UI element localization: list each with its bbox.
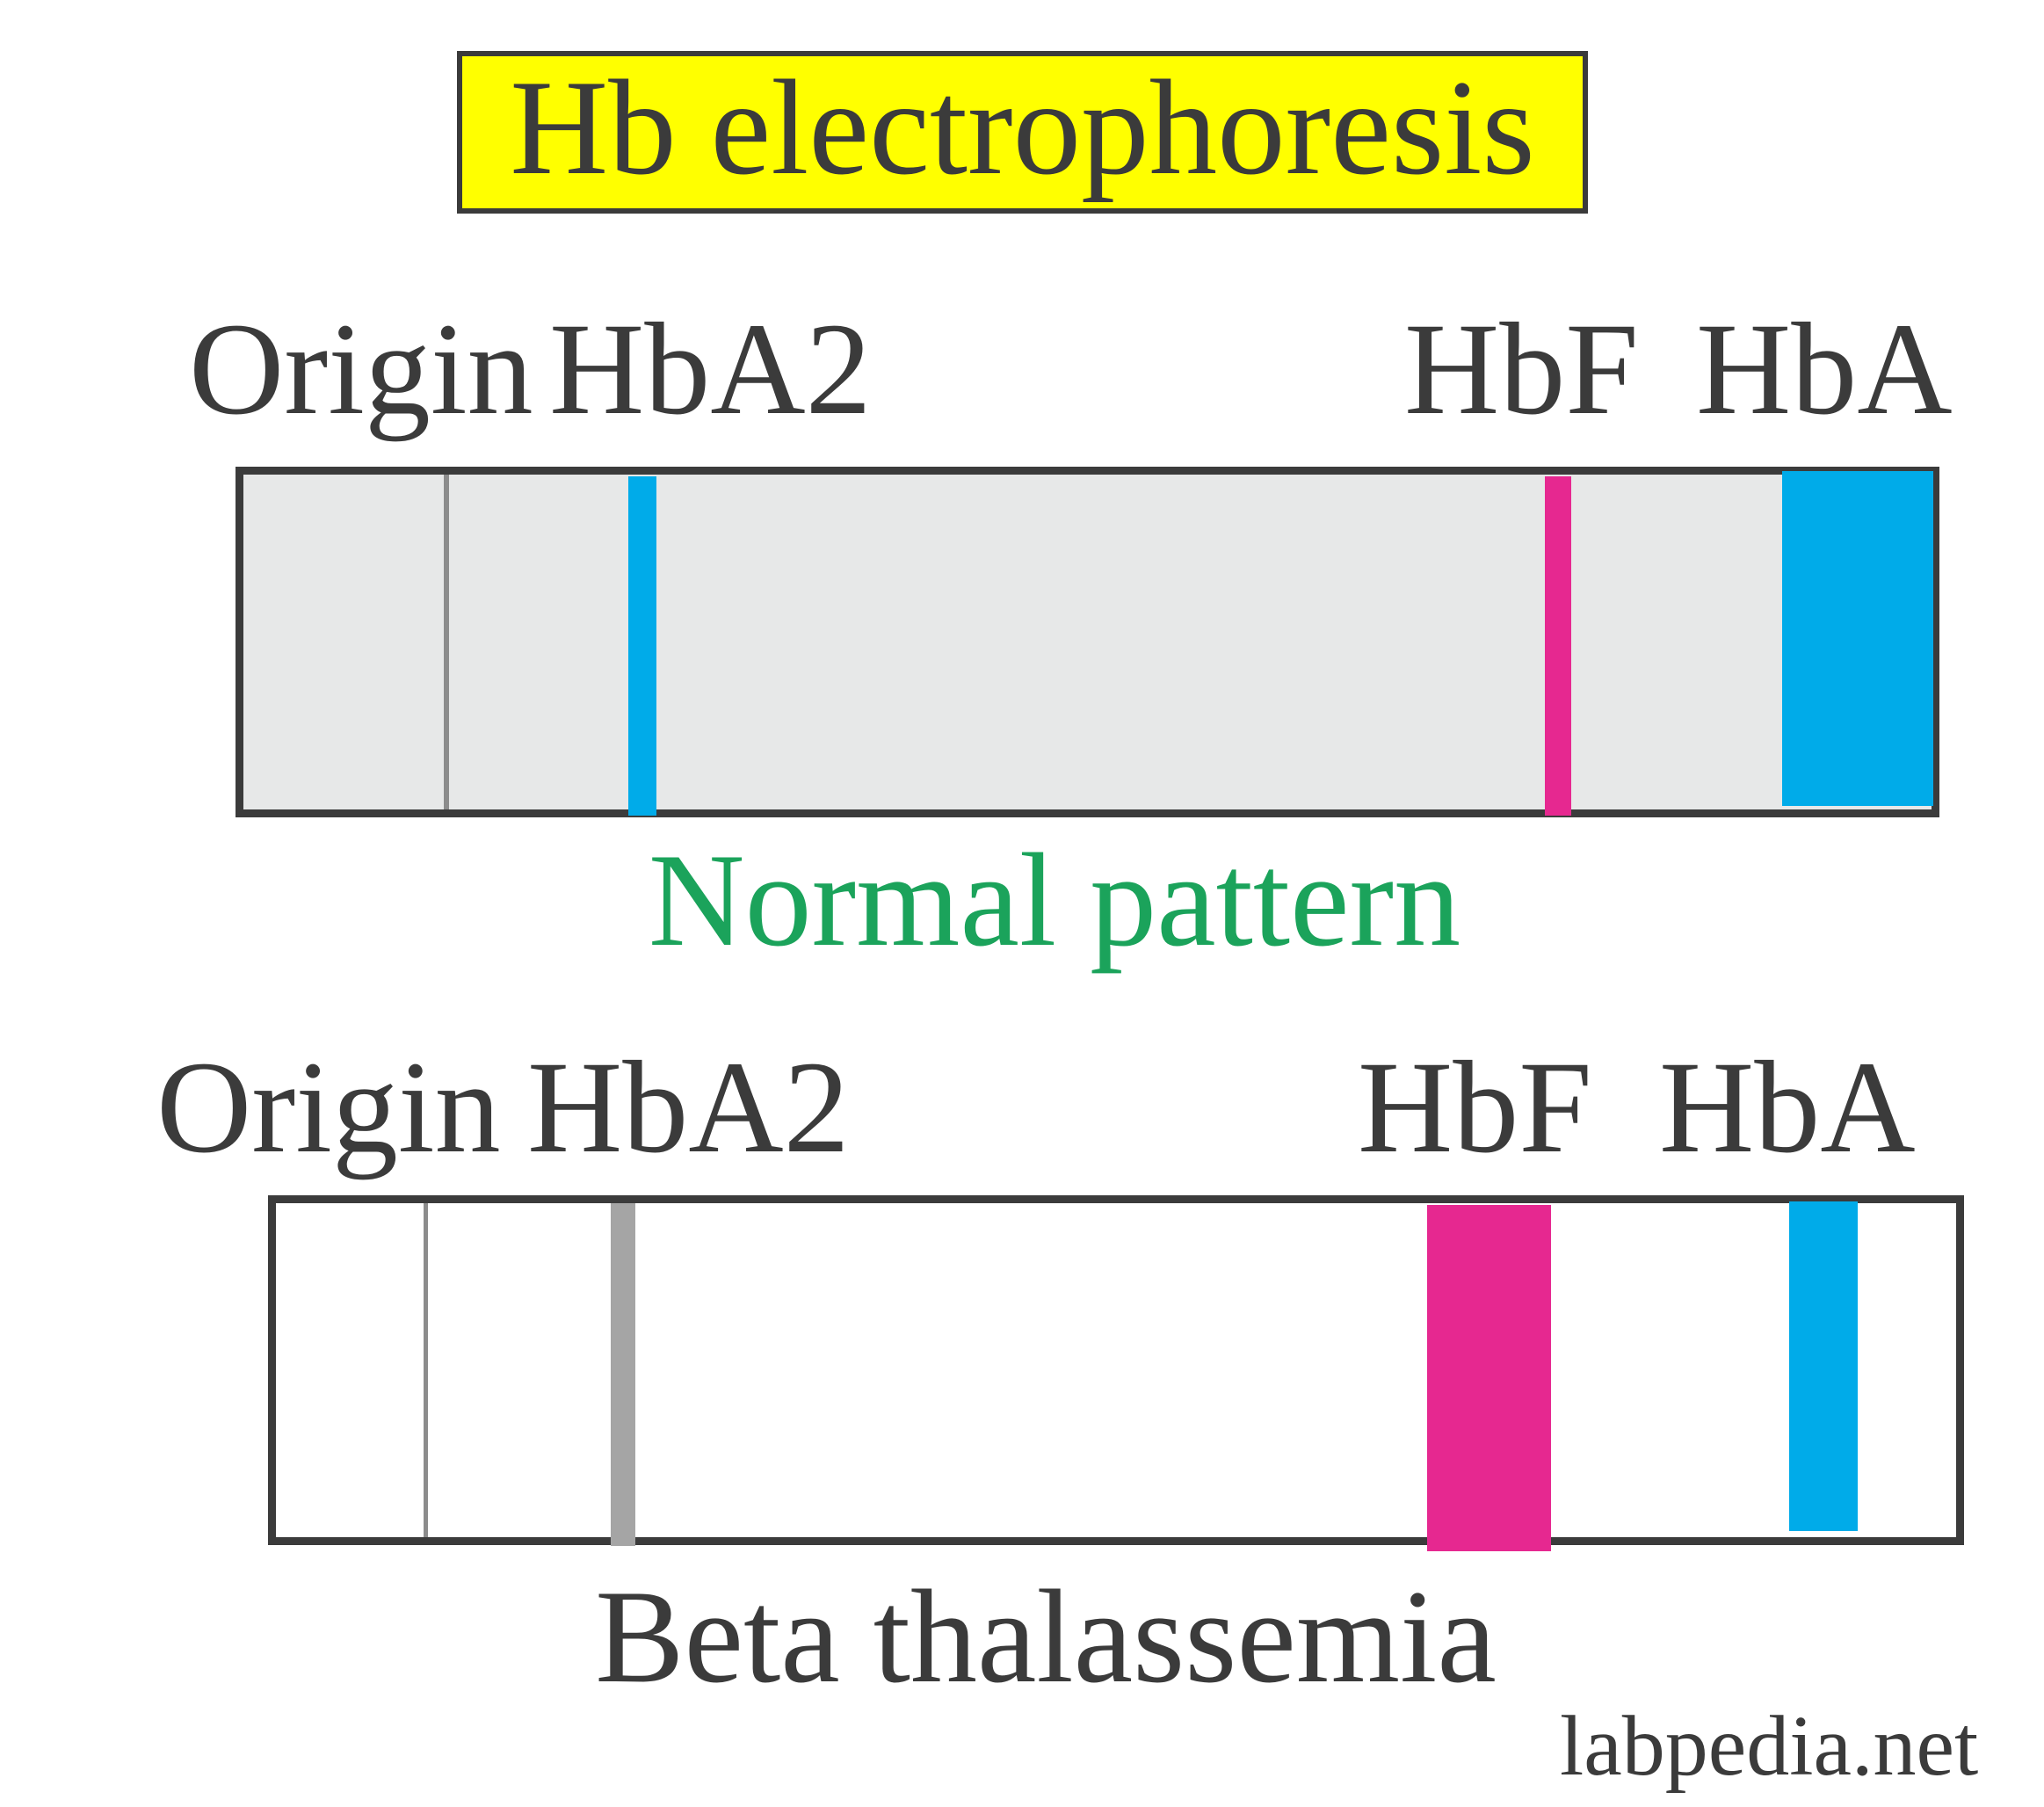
strip2-label-hba: HbA	[1659, 1034, 1916, 1180]
strip2-label-origin: Origin	[156, 1034, 501, 1180]
strip1-label-origin: Origin	[189, 296, 533, 442]
strip1-hbf-band	[1545, 476, 1571, 816]
strip1-caption: Normal pattern	[648, 826, 1461, 974]
electrophoresis-strip-normal	[236, 467, 1939, 817]
strip2-hbf-band	[1427, 1205, 1551, 1551]
strip2-label-hbf: HbF	[1358, 1034, 1592, 1180]
page-title: Hb electrophoresis	[510, 52, 1535, 203]
strip2-origin-line	[424, 1203, 428, 1537]
strip1-label-hba: HbA	[1696, 296, 1953, 442]
strip1-label-hbf: HbF	[1404, 296, 1639, 442]
strip2-hba2-band	[611, 1203, 635, 1546]
strip1-hba-band	[1782, 471, 1933, 806]
strip2-hba-band	[1789, 1201, 1858, 1531]
electrophoresis-strip-beta-thalassemia	[268, 1195, 1964, 1551]
strip1-label-hba2: HbA2	[549, 296, 872, 442]
watermark-labpedia: labpedia.net	[1560, 1699, 1979, 1794]
strip2-label-hba2: HbA2	[527, 1034, 850, 1180]
strip2-caption: Beta thalassemia	[595, 1563, 1497, 1710]
strip1-hba2-band	[628, 476, 656, 816]
title-box: Hb electrophoresis	[457, 51, 1588, 214]
strip1-origin-line	[444, 475, 449, 809]
